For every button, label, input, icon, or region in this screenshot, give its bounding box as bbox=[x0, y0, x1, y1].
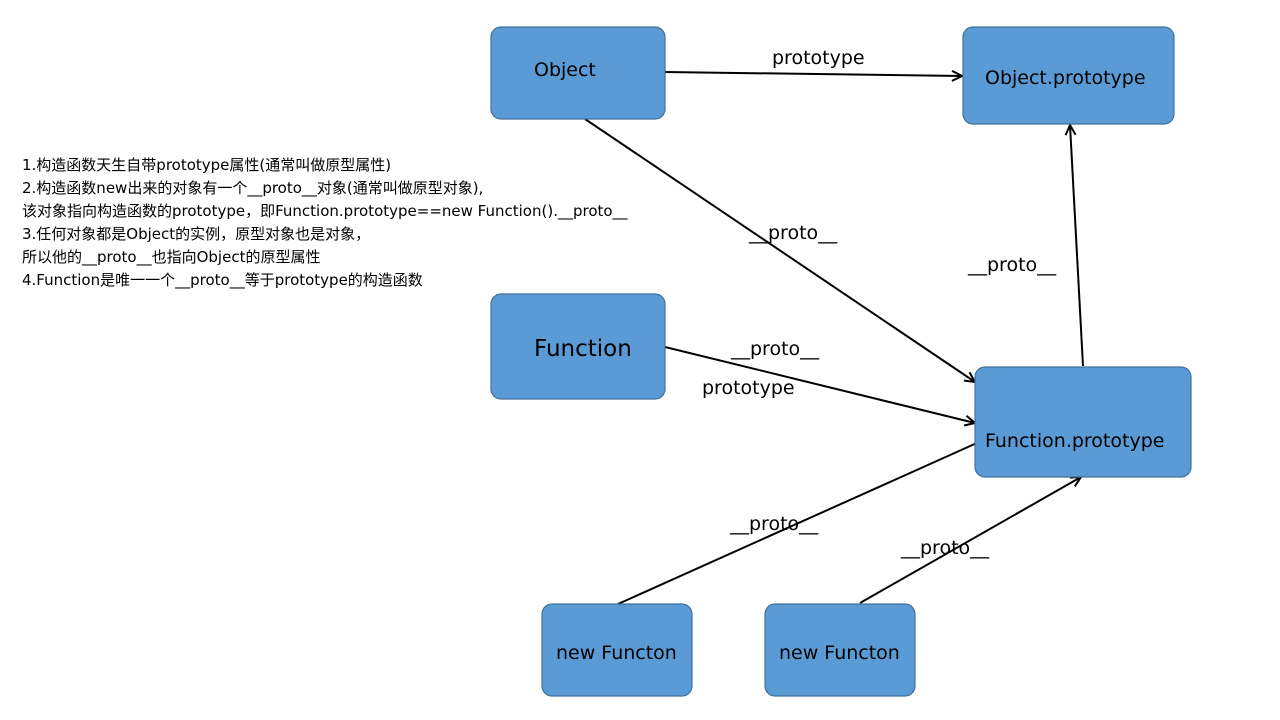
edge-label-new-function-1-proto: __proto__ bbox=[729, 513, 819, 535]
note-line: 3.任何对象都是Object的实例，原型对象也是对象， bbox=[22, 225, 371, 243]
node-new-function-1-box bbox=[541, 603, 693, 697]
node-object-box bbox=[490, 26, 666, 120]
node-object-prototype-label: Object.prototype bbox=[985, 67, 1146, 89]
node-function-prototype-label: Function.prototype bbox=[985, 430, 1164, 452]
node-function-box bbox=[490, 293, 666, 400]
edge-new-function-1-arrow bbox=[617, 438, 988, 605]
node-new-function-1-label: new Functon bbox=[556, 642, 677, 664]
edge-label-function-prototype: prototype bbox=[702, 377, 795, 399]
edge-function-prototype-to-object-prototype-arrow bbox=[1070, 125, 1084, 367]
edge-function-to-function-prototype: __proto__ prototype bbox=[664, 338, 975, 423]
note-line: 4.Function是唯一一个__proto__等于prototype的构造函数 bbox=[22, 271, 423, 289]
node-new-function-1: new Functon bbox=[541, 603, 693, 697]
node-object-prototype: Object.prototype bbox=[962, 26, 1175, 125]
node-new-function-2-label: new Functon bbox=[779, 642, 900, 664]
node-function: Function bbox=[490, 293, 666, 400]
node-function-prototype-box bbox=[974, 366, 1192, 478]
notes-block: 1.构造函数天生自带prototype属性(通常叫做原型属性) 2.构造函数ne… bbox=[22, 154, 722, 292]
edge-object-to-object-prototype: prototype bbox=[664, 47, 962, 76]
edge-label-function-prototype-proto: __proto__ bbox=[967, 254, 1057, 276]
note-line: 所以他的__proto__也指向Object的原型属性 bbox=[22, 248, 321, 266]
node-function-prototype: Function.prototype bbox=[974, 366, 1192, 478]
note-line: 2.构造函数new出来的对象有一个__proto__对象(通常叫做原型对象), bbox=[22, 179, 484, 197]
node-new-function-2-box bbox=[764, 603, 916, 697]
note-line: 1.构造函数天生自带prototype属性(通常叫做原型属性) bbox=[22, 156, 392, 174]
edge-function-prototype-to-object-prototype: __proto__ bbox=[967, 125, 1084, 367]
edge-object-to-function-prototype: __proto__ bbox=[584, 118, 975, 382]
edge-new-function-2-arrow bbox=[859, 477, 1081, 604]
edge-label-object-prototype: prototype bbox=[772, 47, 865, 69]
edge-object-to-object-prototype-arrow bbox=[664, 72, 962, 76]
edge-label-object-proto: __proto__ bbox=[748, 222, 838, 244]
note-line: 该对象指向构造函数的prototype，即Function.prototype=… bbox=[22, 202, 628, 220]
edge-function-to-function-prototype-arrow bbox=[664, 346, 975, 423]
node-new-function-2: new Functon bbox=[764, 603, 916, 697]
edge-label-function-proto: __proto__ bbox=[730, 338, 820, 360]
edge-new-function-1-to-function-prototype: __proto__ bbox=[617, 438, 988, 605]
node-object-prototype-box bbox=[962, 26, 1175, 125]
node-object: Object bbox=[490, 26, 666, 120]
edge-object-to-function-prototype-arrow bbox=[584, 118, 975, 382]
edge-label-new-function-2-proto: __proto__ bbox=[900, 537, 990, 559]
node-function-label: Function bbox=[534, 336, 632, 362]
node-object-label: Object bbox=[534, 59, 596, 81]
edge-new-function-2-to-function-prototype: __proto__ bbox=[859, 477, 1081, 604]
